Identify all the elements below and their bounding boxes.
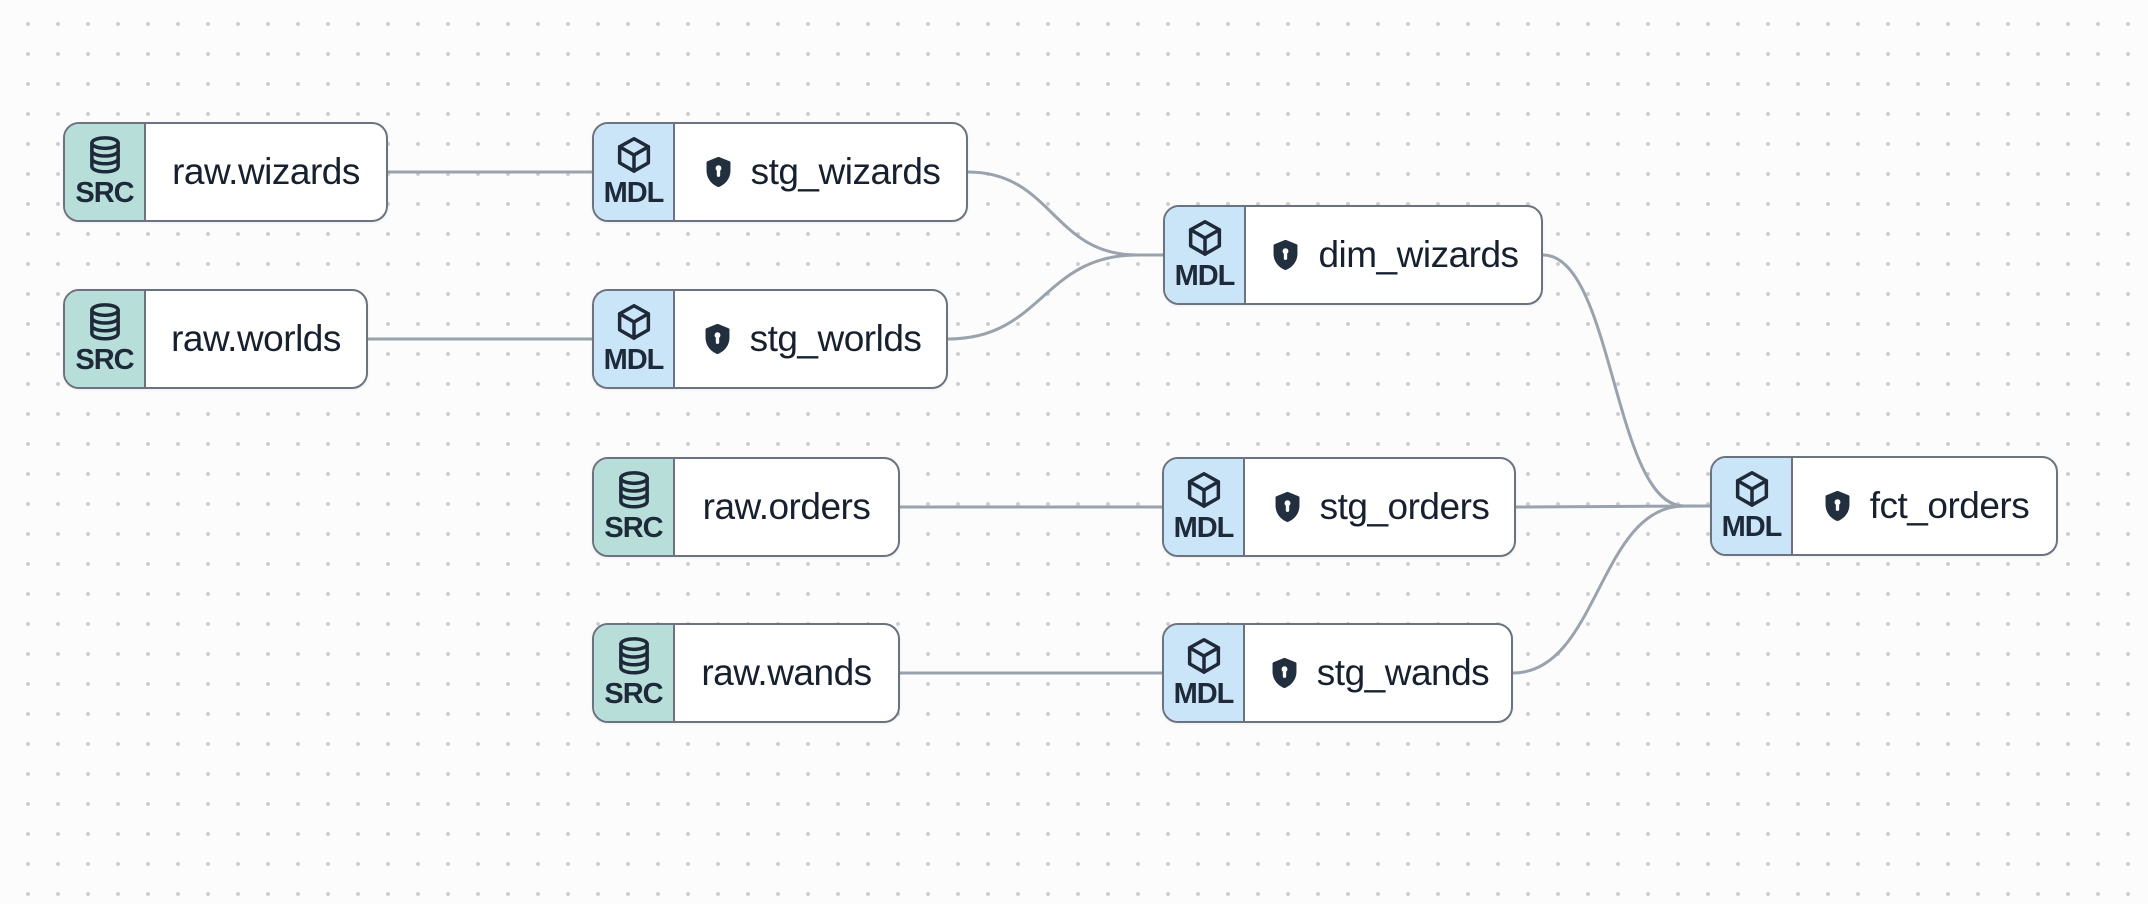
database-icon bbox=[618, 637, 649, 675]
node-title: raw.worlds bbox=[171, 318, 341, 359]
shield-lock-icon bbox=[705, 323, 730, 355]
node-fct-orders[interactable]: MDL fct_orders bbox=[1710, 456, 2058, 556]
node-type-badge: SRC bbox=[65, 291, 146, 387]
cube-icon bbox=[1188, 219, 1221, 256]
node-dim-wizards[interactable]: MDL dim_wizards bbox=[1163, 205, 1543, 305]
edge-stg-orders-to-fct-orders bbox=[1514, 504, 1712, 509]
node-title: raw.orders bbox=[702, 486, 871, 527]
node-type-badge: SRC bbox=[594, 625, 675, 721]
node-type-badge: MDL bbox=[1165, 207, 1246, 303]
node-title: raw.wands bbox=[701, 652, 872, 693]
node-title: dim_wizards bbox=[1318, 234, 1519, 275]
cube-icon bbox=[617, 136, 650, 173]
badge-label: MDL bbox=[1174, 260, 1236, 292]
badge-label: SRC bbox=[75, 177, 134, 209]
node-type-badge: MDL bbox=[594, 124, 675, 220]
shield-lock-icon bbox=[1273, 239, 1298, 271]
node-type-badge: MDL bbox=[594, 291, 675, 387]
node-body: stg_worlds bbox=[675, 291, 946, 387]
database-icon bbox=[89, 303, 120, 341]
shield-lock-icon bbox=[1275, 491, 1300, 523]
database-icon bbox=[618, 471, 649, 509]
node-type-badge: MDL bbox=[1712, 458, 1793, 554]
node-body: stg_orders bbox=[1245, 459, 1514, 555]
shield-lock-icon bbox=[706, 156, 731, 188]
badge-label: SRC bbox=[604, 512, 663, 544]
node-title: raw.wizards bbox=[172, 151, 360, 192]
cube-icon bbox=[1187, 637, 1220, 674]
cube-icon bbox=[1187, 471, 1220, 508]
badge-label: MDL bbox=[603, 344, 665, 376]
cube-icon bbox=[617, 303, 650, 340]
node-body: dim_wizards bbox=[1246, 207, 1541, 303]
node-stg-orders[interactable]: MDL stg_orders bbox=[1162, 457, 1516, 557]
node-stg-wizards[interactable]: MDL stg_wizards bbox=[592, 122, 968, 222]
badge-label: SRC bbox=[75, 344, 134, 376]
node-stg-wands[interactable]: MDL stg_wands bbox=[1162, 623, 1513, 723]
shield-lock-icon bbox=[1272, 657, 1297, 689]
edge-stg-wands-to-fct-orders bbox=[1511, 504, 1712, 675]
node-title: stg_wands bbox=[1316, 652, 1490, 693]
node-body: raw.wizards bbox=[146, 124, 386, 220]
node-body: fct_orders bbox=[1793, 458, 2056, 554]
node-body: raw.worlds bbox=[146, 291, 366, 387]
badge-label: MDL bbox=[1173, 678, 1235, 710]
node-title: stg_worlds bbox=[749, 318, 922, 359]
edge-dim-wizards-to-fct-orders bbox=[1541, 253, 1712, 508]
node-raw-worlds[interactable]: SRC raw.worlds bbox=[63, 289, 368, 389]
badge-label: MDL bbox=[1173, 512, 1235, 544]
node-raw-wizards[interactable]: SRC raw.wizards bbox=[63, 122, 388, 222]
node-type-badge: MDL bbox=[1164, 459, 1245, 555]
node-body: raw.wands bbox=[675, 625, 898, 721]
node-type-badge: SRC bbox=[65, 124, 146, 220]
node-body: stg_wands bbox=[1245, 625, 1511, 721]
cube-icon bbox=[1735, 470, 1768, 507]
node-body: raw.orders bbox=[675, 459, 898, 555]
database-icon bbox=[89, 136, 120, 174]
edge-stg-worlds-to-dim-wizards bbox=[946, 253, 1165, 341]
node-title: stg_wizards bbox=[750, 151, 941, 192]
badge-label: SRC bbox=[604, 678, 663, 710]
node-title: fct_orders bbox=[1869, 485, 2030, 526]
edge-stg-wizards-to-dim-wizards bbox=[966, 170, 1165, 257]
node-body: stg_wizards bbox=[675, 124, 966, 220]
node-raw-orders[interactable]: SRC raw.orders bbox=[592, 457, 900, 557]
badge-label: MDL bbox=[1721, 511, 1783, 543]
badge-label: MDL bbox=[603, 177, 665, 209]
node-stg-worlds[interactable]: MDL stg_worlds bbox=[592, 289, 948, 389]
node-raw-wands[interactable]: SRC raw.wands bbox=[592, 623, 900, 723]
node-type-badge: MDL bbox=[1164, 625, 1245, 721]
node-title: stg_orders bbox=[1319, 486, 1490, 527]
shield-lock-icon bbox=[1825, 490, 1850, 522]
node-type-badge: SRC bbox=[594, 459, 675, 555]
